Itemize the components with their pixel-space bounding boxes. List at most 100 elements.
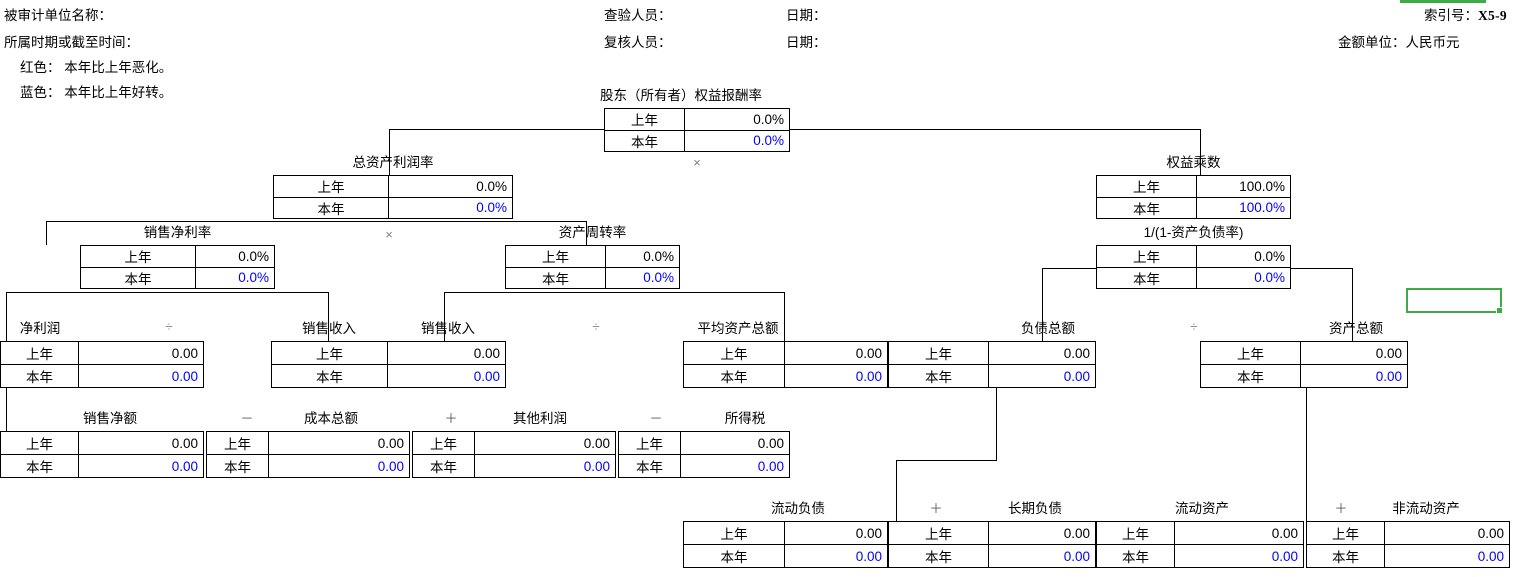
row-label-prev: 上年 [207, 432, 269, 454]
node-totalliab-row-prev: 上年 0.00 [889, 342, 1095, 365]
row-label-cur: 本年 [889, 365, 989, 387]
node-curassets-row-cur: 本年 0.00 [1097, 545, 1303, 567]
node-title-asset-turnover: 资产周转率 [558, 225, 627, 240]
fill-handle[interactable] [1496, 307, 1503, 314]
node-totalliab-value-prev[interactable]: 0.00 [1063, 345, 1090, 361]
node-curliab-row-cur: 本年 0.00 [684, 545, 887, 567]
node-roe-value-prev[interactable]: 0.0% [753, 111, 784, 127]
node-current-assets: 上年 0.00 本年 0.00 [1096, 521, 1304, 568]
node-revenueleft-value-cur[interactable]: 0.00 [473, 368, 500, 384]
node-long-term-liabilities: 上年 0.00 本年 0.00 [888, 521, 1096, 568]
operator-plus-asset: ＋ [1334, 501, 1348, 516]
row-label-prev: 上年 [1201, 342, 1301, 364]
node-totalliab-row-cur: 本年 0.00 [889, 365, 1095, 387]
node-otherprofit-value-prev[interactable]: 0.00 [583, 435, 610, 451]
connector-netmargin-vertical [46, 221, 47, 245]
node-curassets-value-cur[interactable]: 0.00 [1271, 548, 1298, 564]
row-label-prev: 上年 [1, 432, 79, 454]
node-equity-row-prev: 上年 100.0% [1097, 176, 1290, 198]
connector-roa-vertical [389, 129, 390, 177]
connector-assetturn-horizontal [444, 292, 784, 293]
node-noncurassets-row-prev: 上年 0.00 [1307, 522, 1509, 545]
node-assetturn-value-prev[interactable]: 0.0% [643, 248, 674, 264]
node-avgassets-value-cur[interactable]: 0.00 [855, 368, 882, 384]
operator-minus-tax: － [649, 411, 663, 426]
node-equity-value-prev[interactable]: 100.0% [1239, 178, 1285, 194]
node-revenue-left: 上年 0.00 本年 0.00 [271, 341, 506, 388]
node-netsales-row-cur: 本年 0.00 [1, 455, 203, 477]
row-label-prev: 上年 [605, 109, 685, 130]
node-longliab-row-cur: 本年 0.00 [889, 545, 1095, 567]
node-noncurassets-value-cur[interactable]: 0.00 [1477, 548, 1504, 564]
node-title-total-assets: 资产总额 [1329, 321, 1383, 336]
node-title-net-margin: 销售净利率 [143, 225, 212, 240]
node-netprofit-value-prev[interactable]: 0.00 [171, 345, 198, 361]
node-total-cost: 上年 0.00 本年 0.00 [206, 431, 410, 478]
node-title-total-liabilities: 负债总额 [1021, 321, 1075, 336]
connector-roa-horizontal [46, 221, 586, 222]
node-avgassets-value-prev[interactable]: 0.00 [855, 345, 882, 361]
row-label-prev: 上年 [684, 522, 785, 544]
row-label-cur: 本年 [207, 455, 269, 477]
connector-netprofit-down [6, 388, 7, 431]
node-totalassets-value-prev[interactable]: 0.00 [1375, 345, 1402, 361]
node-curassets-value-prev[interactable]: 0.00 [1271, 525, 1298, 541]
node-revenueleft-value-prev[interactable]: 0.00 [473, 345, 500, 361]
connector-assetturn-vertical [586, 221, 587, 245]
node-average-total-assets: 上年 0.00 本年 0.00 [683, 341, 888, 388]
node-roa: 上年 0.0% 本年 0.0% [273, 175, 513, 219]
node-roa-value-prev[interactable]: 0.0% [476, 178, 507, 194]
node-incometax-value-prev[interactable]: 0.00 [757, 435, 784, 451]
node-totalcost-value-cur[interactable]: 0.00 [377, 458, 404, 474]
node-incometax-row-prev: 上年 0.00 [619, 432, 789, 455]
node-longliab-value-cur[interactable]: 0.00 [1063, 548, 1090, 564]
row-label-prev: 上年 [1307, 522, 1385, 544]
node-curliab-value-cur[interactable]: 0.00 [855, 548, 882, 564]
connector-totalassets-vertical [1352, 268, 1353, 341]
node-totalassets-value-cur[interactable]: 0.00 [1375, 368, 1402, 384]
row-label-cur: 本年 [413, 455, 475, 477]
index-number: 索引号：X5-9 [1424, 9, 1507, 23]
node-noncurassets-value-prev[interactable]: 0.00 [1477, 525, 1504, 541]
date-label-1: 日期： [786, 8, 827, 23]
node-longliab-value-prev[interactable]: 0.00 [1063, 525, 1090, 541]
node-totalliab-value-cur[interactable]: 0.00 [1063, 368, 1090, 384]
selected-cell[interactable] [1406, 288, 1503, 314]
node-total-liabilities: 上年 0.00 本年 0.00 [888, 341, 1096, 388]
node-otherprofit-value-cur[interactable]: 0.00 [583, 458, 610, 474]
row-label-prev: 上年 [413, 432, 475, 454]
node-curliab-value-prev[interactable]: 0.00 [855, 525, 882, 541]
node-totalcost-value-prev[interactable]: 0.00 [377, 435, 404, 451]
node-totalassets-row-cur: 本年 0.00 [1201, 365, 1407, 387]
node-assetturn-value-cur[interactable]: 0.0% [643, 270, 674, 286]
node-totalcost-row-prev: 上年 0.00 [207, 432, 409, 455]
row-label-cur: 本年 [1307, 545, 1385, 567]
node-incometax-row-cur: 本年 0.00 [619, 455, 789, 477]
operator-divide-assets: ÷ [1190, 319, 1198, 334]
node-title-equity-mult: 权益乘数 [1166, 155, 1221, 170]
node-netsales-value-cur[interactable]: 0.00 [171, 458, 198, 474]
node-curliab-row-prev: 上年 0.00 [684, 522, 887, 545]
connector-roe-horizontal [389, 129, 1201, 130]
node-equity-value-cur[interactable]: 100.0% [1239, 200, 1285, 216]
reviewer-label: 复核人员： [604, 35, 672, 50]
row-label-cur: 本年 [605, 130, 685, 151]
node-totalassets-row-prev: 上年 0.00 [1201, 342, 1407, 365]
node-netmargin-value-cur[interactable]: 0.0% [238, 270, 269, 286]
node-revenueleft-row-prev: 上年 0.00 [272, 342, 505, 365]
node-title-income-tax: 所得税 [724, 411, 766, 426]
node-roa-value-cur[interactable]: 0.0% [476, 200, 507, 216]
node-debt-value-prev[interactable]: 0.0% [1254, 248, 1285, 264]
node-netmargin-value-prev[interactable]: 0.0% [238, 248, 269, 264]
node-netprofit-value-cur[interactable]: 0.00 [171, 368, 198, 384]
connector-equity-vertical [1200, 129, 1201, 177]
node-title-current-liabilities: 流动负债 [771, 501, 825, 516]
node-incometax-value-cur[interactable]: 0.00 [757, 458, 784, 474]
node-roe-value-cur[interactable]: 0.0% [753, 133, 784, 149]
node-netsales-value-prev[interactable]: 0.00 [171, 435, 198, 451]
operator-plus-other: ＋ [444, 411, 458, 426]
node-title-total-cost: 成本总额 [304, 411, 358, 426]
node-title-other-profit: 其他利润 [513, 411, 567, 426]
node-debt-value-cur[interactable]: 0.0% [1254, 270, 1285, 286]
index-number-value: X5-9 [1478, 8, 1507, 23]
